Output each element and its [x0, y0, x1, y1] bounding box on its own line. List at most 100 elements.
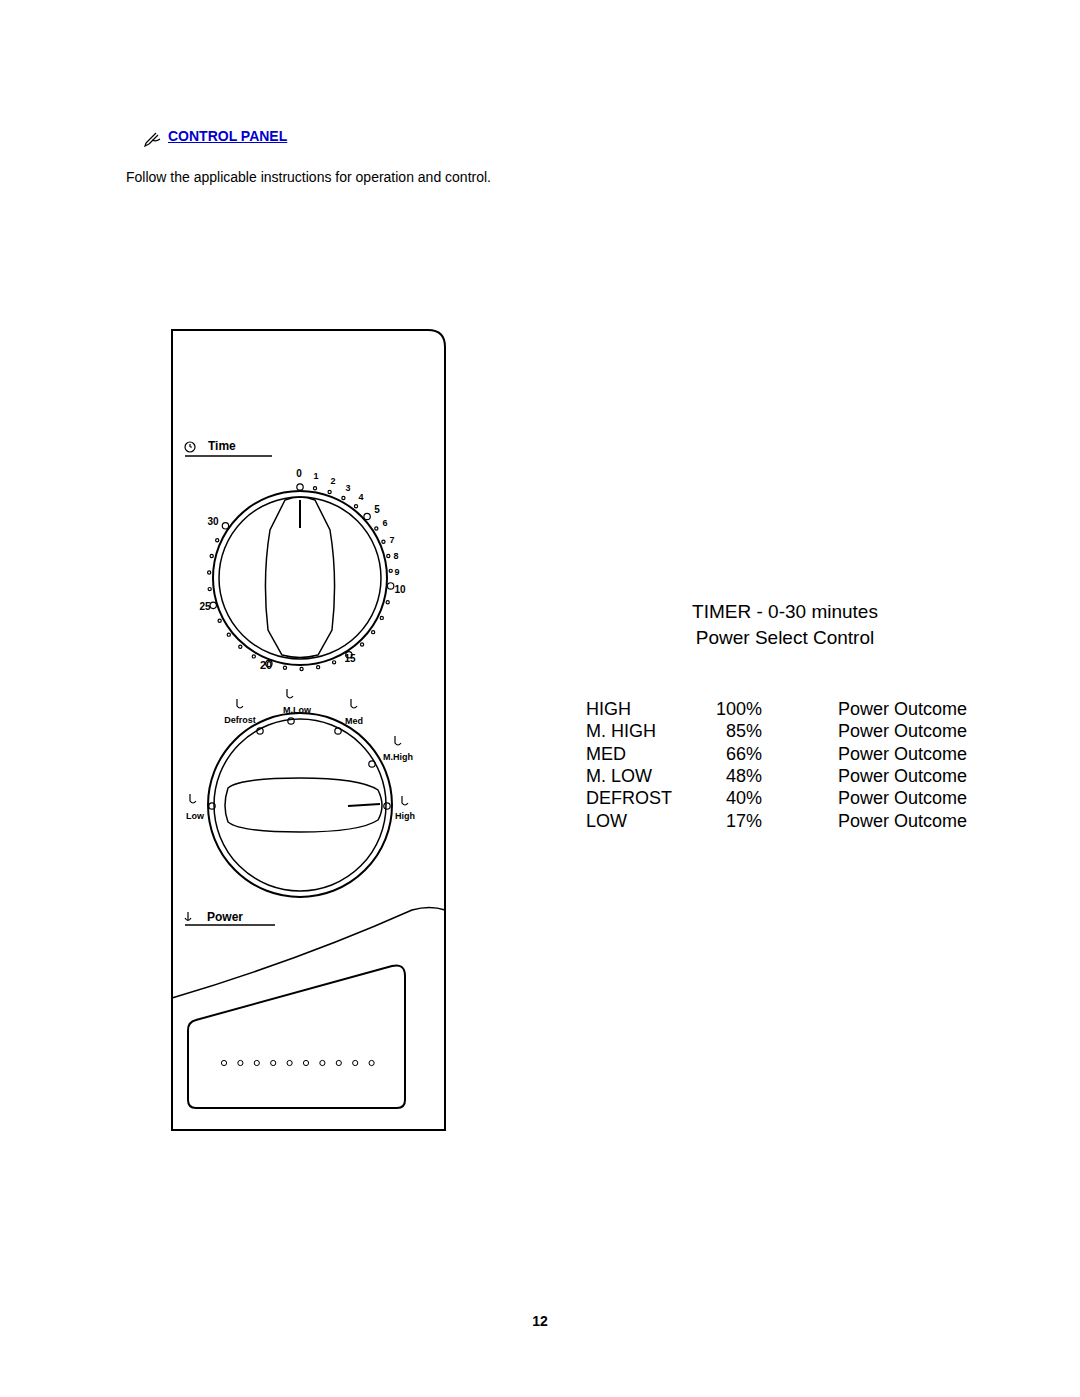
display-dot: [369, 1060, 374, 1065]
timer-tick: [222, 523, 228, 529]
timer-tick: [387, 583, 393, 589]
power-underline: [185, 924, 275, 926]
dial-number: 20: [260, 659, 272, 672]
power-setting-label: Med: [345, 716, 363, 726]
timer-tick: [372, 631, 375, 634]
table-cell: M. HIGH: [586, 721, 656, 742]
dial-heading: Power: [207, 911, 243, 925]
power-setting-dot: [369, 761, 375, 767]
display-dot: [287, 1060, 292, 1065]
dial-heading: Time: [208, 440, 236, 454]
power-icon: [351, 699, 357, 708]
table-cell: Power Outcome: [838, 811, 967, 832]
dial-number: 7: [389, 535, 394, 545]
timer-tick: [364, 513, 370, 519]
table-cell: Power Outcome: [838, 788, 967, 809]
timer-tick: [332, 661, 335, 664]
display-dot: [221, 1060, 226, 1065]
timer-dial: [208, 484, 394, 671]
table-cell: 100%: [716, 699, 762, 720]
display-dot: [254, 1060, 259, 1065]
timer-tick: [252, 655, 255, 658]
timer-tick: [360, 643, 363, 646]
dial-number: 10: [394, 584, 405, 596]
timer-tick: [218, 619, 221, 622]
dial-number: 6: [382, 518, 387, 528]
header-icons: [185, 442, 195, 921]
power-icon: [402, 796, 408, 805]
power-icon: [395, 736, 401, 745]
power-setting-label: High: [395, 811, 415, 821]
control-heading: Power Select Control: [696, 627, 874, 649]
display-dot: [303, 1060, 308, 1065]
timer-tick: [300, 667, 303, 670]
timer-tick: [210, 602, 216, 608]
power-setting-label: M.Low: [283, 705, 311, 715]
intro-text: Follow the applicable instructions for o…: [126, 169, 491, 185]
timer-tick: [386, 601, 389, 604]
dial-number: 25: [199, 601, 210, 613]
timer-tick: [210, 554, 213, 557]
table-cell: HIGH: [586, 699, 631, 720]
table-cell: DEFROST: [586, 788, 672, 809]
timer-tick: [382, 540, 385, 543]
panel-outline: [172, 330, 445, 1130]
power-icon: [190, 794, 196, 803]
timer-tick: [216, 539, 219, 542]
dial-number: 2: [330, 476, 335, 486]
timer-tick: [297, 484, 303, 490]
display-dot: [353, 1060, 358, 1065]
dial-number: 15: [344, 653, 355, 665]
timer-tick: [354, 505, 357, 508]
table-cell: Power Outcome: [838, 721, 967, 742]
power-icon: [237, 699, 243, 708]
display-dot: [320, 1060, 325, 1065]
table-cell: Power Outcome: [838, 699, 967, 720]
timer-tick: [317, 666, 320, 669]
dial-number: 4: [358, 492, 363, 502]
display-window: [188, 965, 405, 1108]
table-cell: 17%: [726, 811, 762, 832]
timer-tick: [313, 487, 316, 490]
display-dot: [238, 1060, 243, 1065]
table-cell: 48%: [726, 766, 762, 787]
table-cell: 66%: [726, 744, 762, 765]
section-heading: CONTROL PANEL: [168, 128, 287, 144]
dial-number: 1: [313, 471, 318, 481]
timer-tick: [227, 633, 230, 636]
timer-range: TIMER - 0-30 minutes: [692, 601, 878, 623]
timer-tick: [208, 587, 211, 590]
power-setting-dot: [288, 718, 294, 724]
table-cell: 85%: [726, 721, 762, 742]
timer-tick: [380, 616, 383, 619]
timer-tick: [283, 666, 286, 669]
power-setting-label: Low: [186, 811, 204, 821]
dial-number: 3: [345, 483, 350, 493]
pencil-icon: [145, 133, 160, 146]
display-dot: [336, 1060, 341, 1065]
dial-number: 0: [296, 468, 302, 480]
power-setting-dot: [384, 803, 390, 809]
table-cell: Power Outcome: [838, 744, 967, 765]
dial-number: 5: [374, 504, 380, 516]
table-cell: Power Outcome: [838, 766, 967, 787]
timer-tick: [239, 645, 242, 648]
table-cell: 40%: [726, 788, 762, 809]
power-setting-dot: [335, 728, 341, 734]
power-setting-label: Defrost: [224, 715, 256, 725]
timer-tick: [328, 490, 331, 493]
table-cell: MED: [586, 744, 626, 765]
display-dots: [221, 1060, 374, 1065]
dial-number: 8: [393, 551, 398, 561]
power-setting-label: M.High: [383, 752, 413, 762]
power-setting-dot: [257, 728, 263, 734]
display-dot: [271, 1060, 276, 1065]
dial-number: 9: [394, 567, 399, 577]
dial-number: 30: [207, 516, 218, 528]
table-cell: LOW: [586, 811, 627, 832]
power-setting-dot: [209, 803, 215, 809]
time-underline: [185, 455, 272, 457]
power-icon: [287, 689, 293, 698]
timer-tick: [342, 496, 345, 499]
